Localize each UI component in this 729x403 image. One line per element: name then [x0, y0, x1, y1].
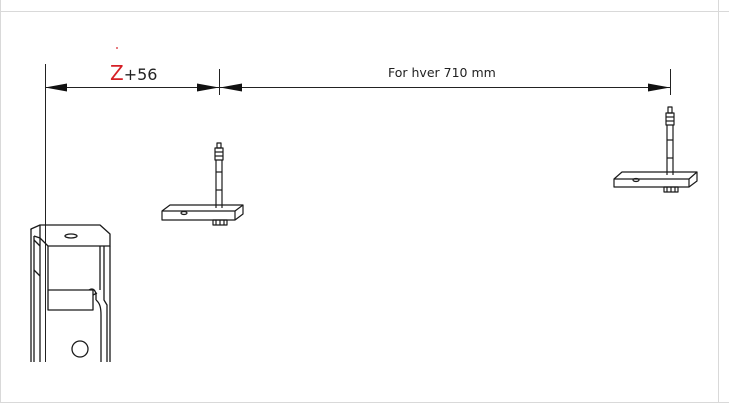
dimension-line-right — [220, 83, 670, 92]
dimension-offset: +56 — [124, 65, 158, 84]
dimension-line-left — [45, 83, 219, 92]
mounting-bracket — [30, 224, 111, 362]
dimension-label-left: Z+56 — [110, 61, 157, 85]
extension-lines — [45, 64, 671, 362]
marker-dot — [116, 47, 118, 49]
hanger-plate-middle — [161, 142, 244, 226]
arrowhead-left — [220, 83, 242, 92]
arrowhead-right — [648, 83, 670, 92]
arrowhead-left — [45, 83, 67, 92]
arrowhead-right — [197, 83, 219, 92]
dimension-variable: Z — [110, 61, 124, 85]
hanger-plate-right — [613, 106, 698, 193]
dimension-label-right: For hver 710 mm — [388, 65, 496, 80]
